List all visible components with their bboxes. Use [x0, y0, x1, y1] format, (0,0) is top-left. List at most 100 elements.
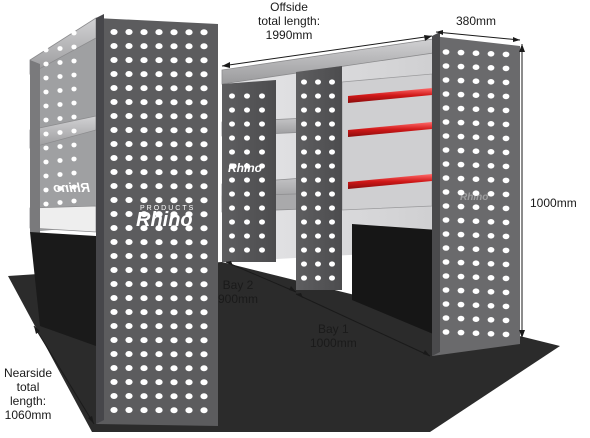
- perforation-hole: [200, 365, 208, 372]
- perforation-hole: [170, 407, 178, 414]
- perforation-hole: [472, 288, 480, 295]
- perforation-hole: [244, 149, 250, 155]
- perforation-hole: [502, 261, 510, 268]
- perforation-hole: [155, 365, 163, 372]
- perforation-hole: [200, 85, 208, 92]
- perforation-hole: [170, 267, 178, 274]
- perforation-hole: [301, 135, 307, 141]
- perforation-hole: [110, 29, 118, 35]
- nearside-length-label: Nearside total length: 1060mm: [4, 366, 53, 422]
- perforation-hole: [110, 113, 118, 119]
- perforation-hole: [442, 203, 450, 209]
- perforation-hole: [259, 93, 265, 99]
- perforation-hole: [229, 205, 235, 211]
- perforation-hole: [472, 134, 480, 140]
- logo-subtext: PRODUCTS: [140, 205, 195, 212]
- drawer-handle-2: [348, 122, 432, 137]
- perforation-hole: [140, 141, 148, 148]
- perforation-hole: [170, 127, 178, 134]
- perforation-hole: [110, 225, 118, 231]
- perforation-hole: [442, 49, 450, 55]
- perforation-hole: [140, 267, 148, 274]
- perforation-hole: [155, 71, 163, 78]
- perforation-hole: [170, 29, 178, 36]
- perforation-hole: [259, 149, 265, 155]
- perforation-hole: [185, 113, 193, 120]
- perforation-hole: [57, 158, 63, 163]
- perforation-hole: [229, 247, 235, 253]
- perforation-hole: [229, 233, 235, 239]
- perforation-hole: [200, 183, 208, 190]
- perforation-hole: [472, 274, 480, 281]
- perforation-hole: [125, 393, 133, 400]
- perforation-hole: [502, 317, 510, 324]
- perforation-hole: [200, 253, 208, 260]
- perforation-hole: [140, 365, 148, 372]
- perforation-hole: [140, 155, 148, 162]
- perforation-hole: [155, 379, 163, 386]
- nearside-end-panel-edge: [96, 14, 104, 424]
- perforation-hole: [472, 78, 480, 84]
- bay1-line: [295, 293, 431, 357]
- perforation-hole: [442, 91, 450, 97]
- perforation-hole: [140, 407, 148, 414]
- perforation-hole: [125, 351, 133, 358]
- rhino-logo-back: Rhino: [228, 161, 262, 175]
- perforation-hole: [457, 301, 465, 308]
- perforation-hole: [259, 233, 265, 239]
- perforation-hole: [185, 393, 193, 400]
- perforation-hole: [301, 261, 307, 267]
- perforation-hole: [244, 121, 250, 127]
- perforation-hole: [185, 169, 193, 176]
- perforation-hole: [125, 197, 133, 204]
- upright-rear-perforations: [229, 93, 265, 253]
- perforation-hole: [71, 30, 77, 36]
- perforation-hole: [170, 99, 178, 106]
- perforation-hole: [185, 267, 193, 274]
- perforation-hole: [110, 99, 118, 105]
- perforation-hole: [472, 260, 480, 267]
- perforation-hole: [301, 219, 307, 225]
- perforation-hole: [155, 155, 163, 162]
- offside-lower-cabinet: [352, 224, 438, 336]
- perforation-hole: [301, 233, 307, 239]
- perforation-hole: [155, 99, 163, 106]
- perforation-hole: [140, 71, 148, 78]
- perforation-hole: [43, 75, 49, 81]
- perforation-hole: [200, 379, 208, 386]
- perforation-hole: [487, 163, 495, 169]
- perforation-hole: [457, 63, 465, 70]
- perforation-hole: [487, 191, 495, 197]
- perforation-hole: [442, 259, 450, 265]
- perforation-hole: [487, 289, 495, 295]
- perforation-hole: [155, 127, 163, 134]
- perforation-hole: [110, 337, 118, 343]
- perforation-hole: [57, 144, 63, 149]
- perforation-hole: [487, 93, 495, 99]
- perforation-hole: [329, 121, 335, 127]
- perforation-hole: [457, 105, 465, 112]
- perforation-hole: [110, 323, 118, 329]
- perforation-hole: [170, 141, 178, 148]
- perforation-hole: [229, 163, 235, 169]
- perforation-hole: [200, 239, 208, 246]
- nearside-lower-cabinet: [30, 232, 96, 346]
- perforation-hole: [185, 127, 193, 134]
- perforation-hole: [487, 331, 495, 337]
- dimension-lines: [33, 30, 525, 425]
- perforation-hole: [472, 316, 480, 323]
- perforation-hole: [155, 267, 163, 274]
- perforation-hole: [329, 205, 335, 211]
- perforation-hole: [301, 205, 307, 211]
- perforation-hole: [200, 127, 208, 134]
- perforation-hole: [185, 99, 193, 106]
- perforation-hole: [125, 309, 133, 316]
- perforation-hole: [140, 379, 148, 386]
- perforation-hole: [200, 169, 208, 176]
- perforation-hole: [315, 275, 321, 281]
- perforation-hole: [110, 169, 118, 175]
- perforation-hole: [170, 309, 178, 316]
- perforation-hole: [457, 175, 465, 182]
- perforation-hole: [43, 159, 49, 165]
- height-label: 1000mm: [530, 196, 577, 210]
